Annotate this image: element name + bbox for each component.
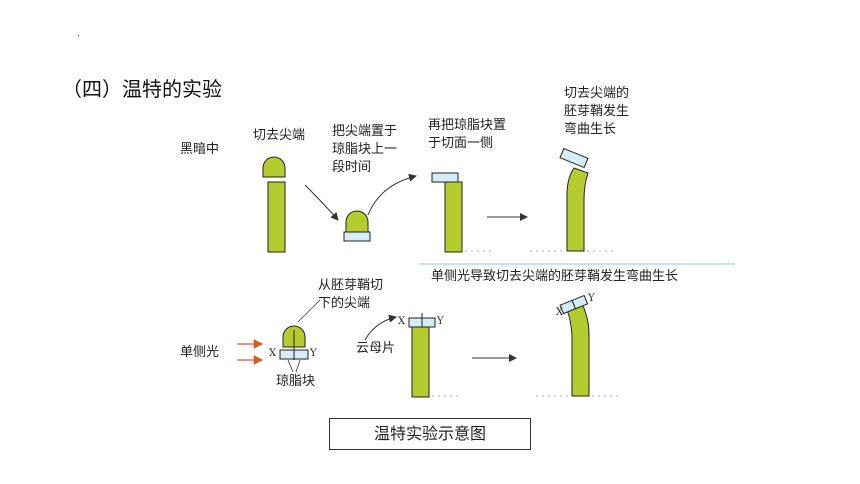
agar-block-y-3 (571, 294, 589, 310)
label-y-3: Y (588, 293, 595, 304)
label-cut-tip: 切去尖端 (253, 128, 306, 143)
pointer-agar-1 (287, 359, 294, 373)
label-unilateral-light: 单侧光 (180, 345, 220, 360)
tip-on-agar (345, 210, 369, 233)
coleoptile-bent-1 (566, 167, 589, 252)
label-bend-result: 切去尖端的 胚芽鞘发生 弯曲生长 (564, 86, 630, 137)
label-unilateral-result: 单侧光导致切去尖端的胚芽鞘发生弯曲生长 (431, 269, 679, 284)
coleoptile-stem-cut (267, 181, 286, 253)
agar-block-1 (343, 231, 371, 242)
agar-block-3 (559, 147, 589, 169)
coleoptile-tip (262, 156, 286, 178)
label-from-tip: 从胚芽鞘切 下的尖端 (318, 278, 384, 311)
diagram-caption: 温特实验示意图 (329, 418, 531, 450)
arrow-curve-1 (304, 184, 339, 221)
label-agar-block: 琼脂块 (276, 374, 316, 389)
label-mica: 云母片 (356, 341, 396, 356)
page-title: （四）温特的实验 (62, 77, 222, 101)
label-place-agar: 再把琼脂块置 于切面一侧 (428, 118, 507, 151)
pointer-tip (297, 299, 321, 323)
agar-block-x-2 (408, 317, 423, 328)
arrow-curve-3 (364, 314, 397, 341)
agar-block-2 (431, 172, 459, 183)
agar-block-x (279, 349, 295, 360)
label-y-2: Y (437, 316, 444, 327)
coleoptile-stem-3 (411, 326, 430, 398)
coleoptile-stem-2 (444, 181, 463, 253)
label-place-tip: 把尖端置于 琼脂块上一 段时间 (332, 124, 398, 175)
label-x-2: X (398, 316, 406, 327)
label-y-1: Y (310, 348, 317, 359)
label-dark: 黑暗中 (180, 142, 220, 157)
page-dot: . (77, 28, 81, 39)
arrow-curve-2 (367, 173, 417, 216)
pointer-agar-2 (295, 359, 301, 373)
label-x-1: X (269, 348, 277, 359)
agar-block-y-2 (421, 317, 436, 328)
label-x-3: X (556, 307, 564, 318)
coleoptile-bent-2 (566, 303, 590, 397)
agar-block-y (293, 349, 309, 360)
